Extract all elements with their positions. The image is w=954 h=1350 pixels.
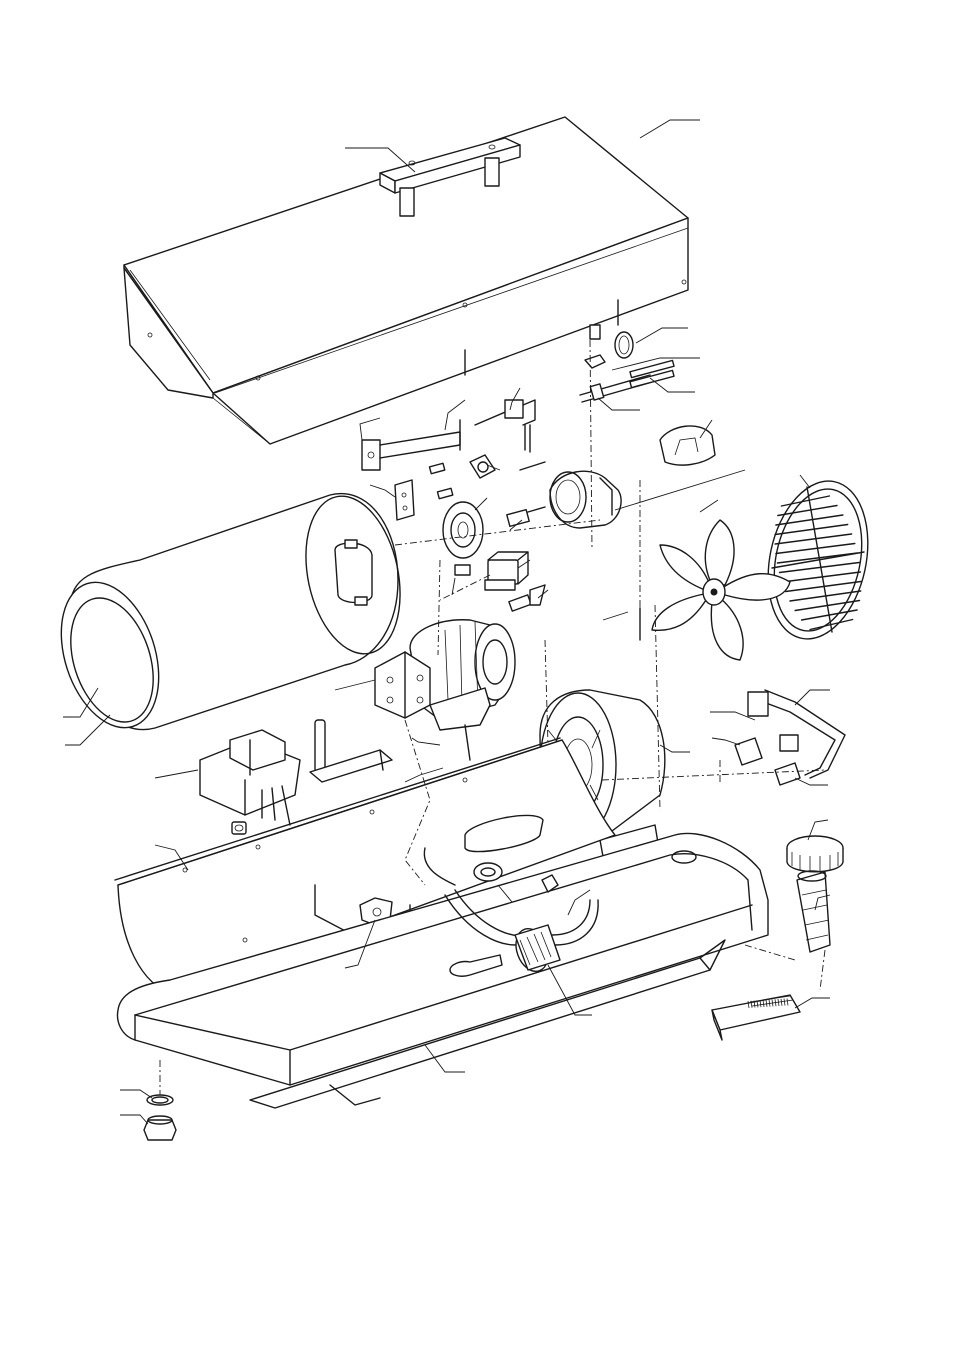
callout-leader-line	[344, 919, 376, 969]
callout-leader-line	[486, 464, 501, 471]
grille-bar	[785, 580, 862, 593]
callout-leader-line	[424, 1044, 465, 1073]
fuel-tank	[116, 814, 769, 1109]
callout-leader-line	[474, 497, 488, 511]
grille-bar	[775, 514, 844, 526]
callout-leader-line	[359, 417, 381, 441]
grille-bar	[775, 542, 856, 555]
board-pin	[747, 1000, 750, 1009]
drain-plug	[143, 1094, 177, 1141]
callout-leader-line	[699, 499, 719, 513]
callout-leader-line	[154, 844, 189, 871]
board-pin	[771, 999, 774, 1007]
assembly-centerlines	[159, 339, 826, 1095]
fan-blade	[639, 519, 791, 661]
callout-leader-line	[120, 1114, 149, 1125]
transformer-bracket	[309, 719, 393, 783]
callout-leader-line	[799, 474, 811, 489]
callout-leader-line	[334, 679, 376, 691]
combustion-chamber	[60, 492, 401, 731]
callout-leader-line	[63, 687, 99, 718]
nozzle-holder-parts	[394, 454, 546, 521]
burner-head	[549, 470, 622, 529]
fuel-strainer	[796, 870, 831, 953]
front-grille	[767, 480, 869, 640]
callout-leader-line	[807, 819, 829, 841]
callout-leader-line	[120, 1089, 153, 1099]
callout-leader-line	[444, 399, 466, 431]
callout-leader-line	[794, 777, 828, 786]
grille-bar	[778, 561, 860, 574]
callout-leader-line	[451, 577, 456, 596]
grille-bar	[774, 523, 849, 536]
ignition-transformer	[199, 729, 301, 835]
pump-motor-assembly	[374, 619, 516, 761]
fuel-hose-filter	[423, 847, 599, 977]
ignition-electrodes	[579, 324, 675, 403]
control-board	[711, 994, 801, 1041]
callout-leader-line	[639, 119, 700, 139]
board-pin	[750, 1000, 753, 1008]
board-pin	[756, 1000, 759, 1008]
callout-leader-line	[794, 997, 830, 1009]
board-pin	[774, 999, 777, 1007]
nozzle	[506, 506, 546, 528]
callout-leader-line	[567, 889, 591, 916]
callout-leader-line	[509, 519, 523, 531]
board-pin	[765, 999, 768, 1007]
flame-tube-sleeve	[659, 425, 716, 466]
callout-leader-line	[614, 469, 746, 511]
callout-leaders	[63, 119, 831, 1125]
board-pin	[759, 1000, 762, 1008]
callout-leader-line	[635, 327, 688, 344]
grille-bar	[781, 571, 862, 583]
grille-bar	[774, 533, 853, 545]
callout-leader-line	[517, 559, 531, 569]
callout-leader-line	[154, 769, 199, 779]
callout-leader-line	[404, 767, 444, 783]
board-pin	[768, 999, 771, 1007]
top-cover-housing	[123, 116, 689, 445]
photocell-bracket	[361, 419, 461, 471]
board-pin	[777, 998, 780, 1007]
callout-leader-line	[649, 377, 695, 393]
callout-leader-line	[65, 714, 111, 746]
photocell	[474, 399, 536, 453]
grille-bar	[777, 504, 838, 517]
fuel-cap	[786, 835, 844, 873]
callout-leader-line	[345, 147, 416, 173]
solenoid-valve	[454, 551, 546, 612]
callout-leader-line	[814, 894, 831, 911]
callout-leader-line	[602, 611, 629, 621]
power-cable-switch	[734, 689, 846, 786]
callout-leader-line	[597, 397, 640, 411]
callout-leader-line	[537, 589, 549, 599]
grille-bar	[780, 495, 831, 507]
callout-leader-line	[794, 689, 830, 706]
board-pin	[783, 998, 786, 1006]
callout-leader-line	[411, 737, 441, 746]
turbulator-disc	[442, 501, 484, 559]
board-pin	[786, 998, 789, 1006]
board-pin	[753, 1000, 756, 1008]
callout-leader-line	[369, 484, 396, 498]
callout-leader-line	[509, 387, 521, 411]
callout-leader-line	[711, 737, 741, 746]
callout-leader-line	[659, 744, 690, 753]
callout-leader-line	[710, 711, 756, 721]
grille-bar	[776, 552, 859, 564]
board-pin	[762, 999, 765, 1008]
callout-leader-line	[699, 419, 713, 439]
board-pin	[780, 998, 783, 1006]
callout-leader-line	[611, 357, 700, 371]
callout-leader-line	[547, 964, 592, 1016]
callout-leader-line	[497, 884, 521, 903]
carry-handle	[379, 137, 521, 217]
